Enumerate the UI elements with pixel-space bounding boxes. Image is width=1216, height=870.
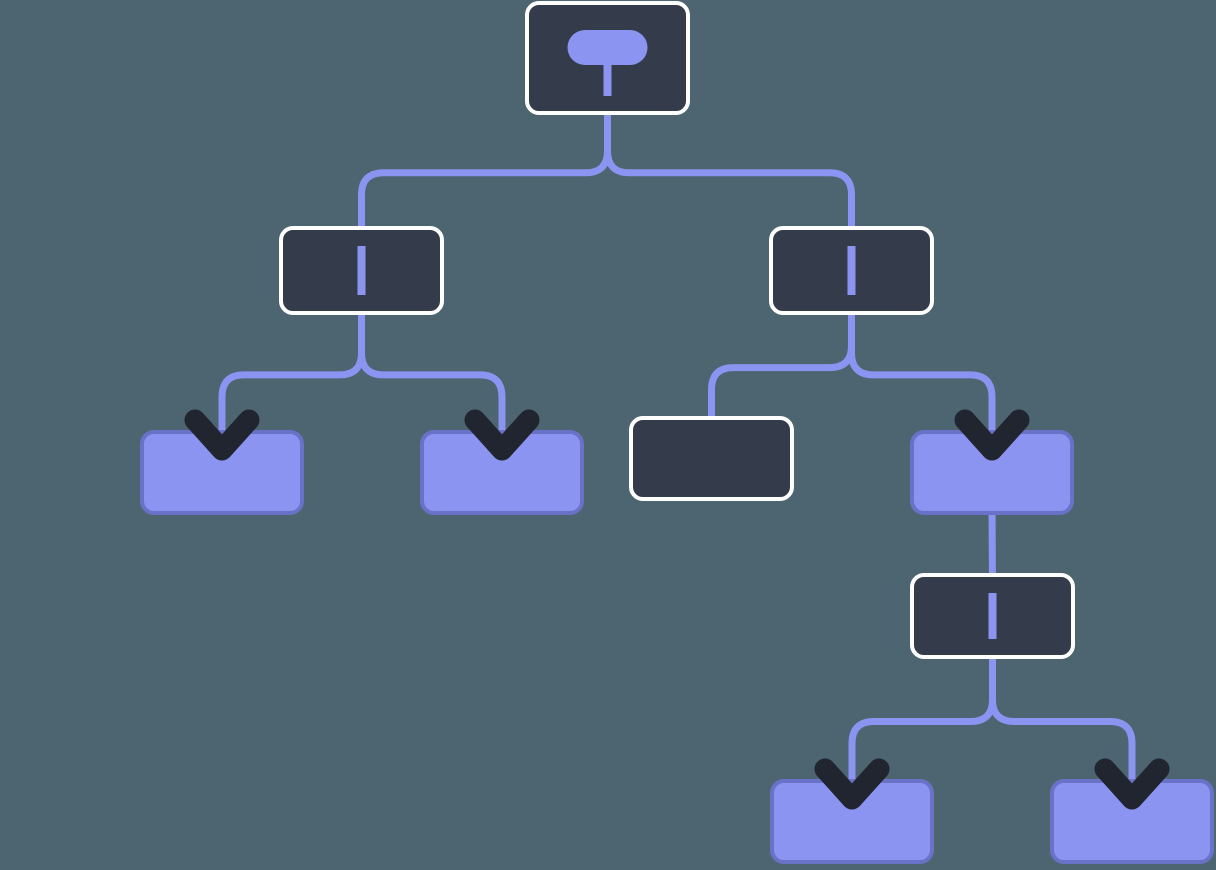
arrow-layer — [184, 409, 1170, 810]
node-layer — [140, 1, 1214, 864]
node-box-accent[interactable] — [140, 430, 304, 515]
diagram-node[interactable] — [770, 779, 934, 864]
node-glyph-pill-icon — [567, 30, 648, 65]
edge-arrowhead-icon — [814, 758, 890, 810]
node-glyph-stem-icon — [603, 60, 612, 96]
node-box-dark[interactable] — [629, 416, 794, 501]
diagram-node[interactable] — [910, 573, 1075, 659]
node-glyph-bar-icon — [357, 246, 366, 295]
node-box-accent[interactable] — [1050, 779, 1214, 864]
edge-arrowhead-icon — [184, 409, 260, 461]
diagram-node[interactable] — [279, 226, 444, 315]
node-box-accent[interactable] — [420, 430, 584, 515]
edge-connector — [848, 307, 996, 446]
node-box-accent[interactable] — [770, 779, 934, 864]
diagram-node[interactable] — [420, 430, 584, 515]
diagram-node[interactable] — [629, 416, 794, 501]
edge-connector — [708, 307, 855, 432]
node-glyph-bar-icon — [988, 593, 997, 639]
edge-connector — [358, 307, 506, 446]
edge-connector — [604, 107, 855, 242]
edge-arrowhead-icon — [1094, 758, 1170, 810]
node-glyph-bar-icon — [847, 246, 856, 295]
diagram-node[interactable] — [140, 430, 304, 515]
diagram-node[interactable] — [769, 226, 934, 315]
edge-layer — [218, 107, 1136, 795]
node-box-accent[interactable] — [910, 430, 1074, 515]
diagram-node[interactable] — [1050, 779, 1214, 864]
edge-arrowhead-icon — [954, 409, 1030, 461]
diagram-node[interactable] — [910, 430, 1074, 515]
diagram-node[interactable] — [525, 1, 690, 115]
edge-connector — [358, 107, 611, 242]
edge-connector — [989, 651, 1136, 795]
edge-arrowhead-icon — [464, 409, 540, 461]
